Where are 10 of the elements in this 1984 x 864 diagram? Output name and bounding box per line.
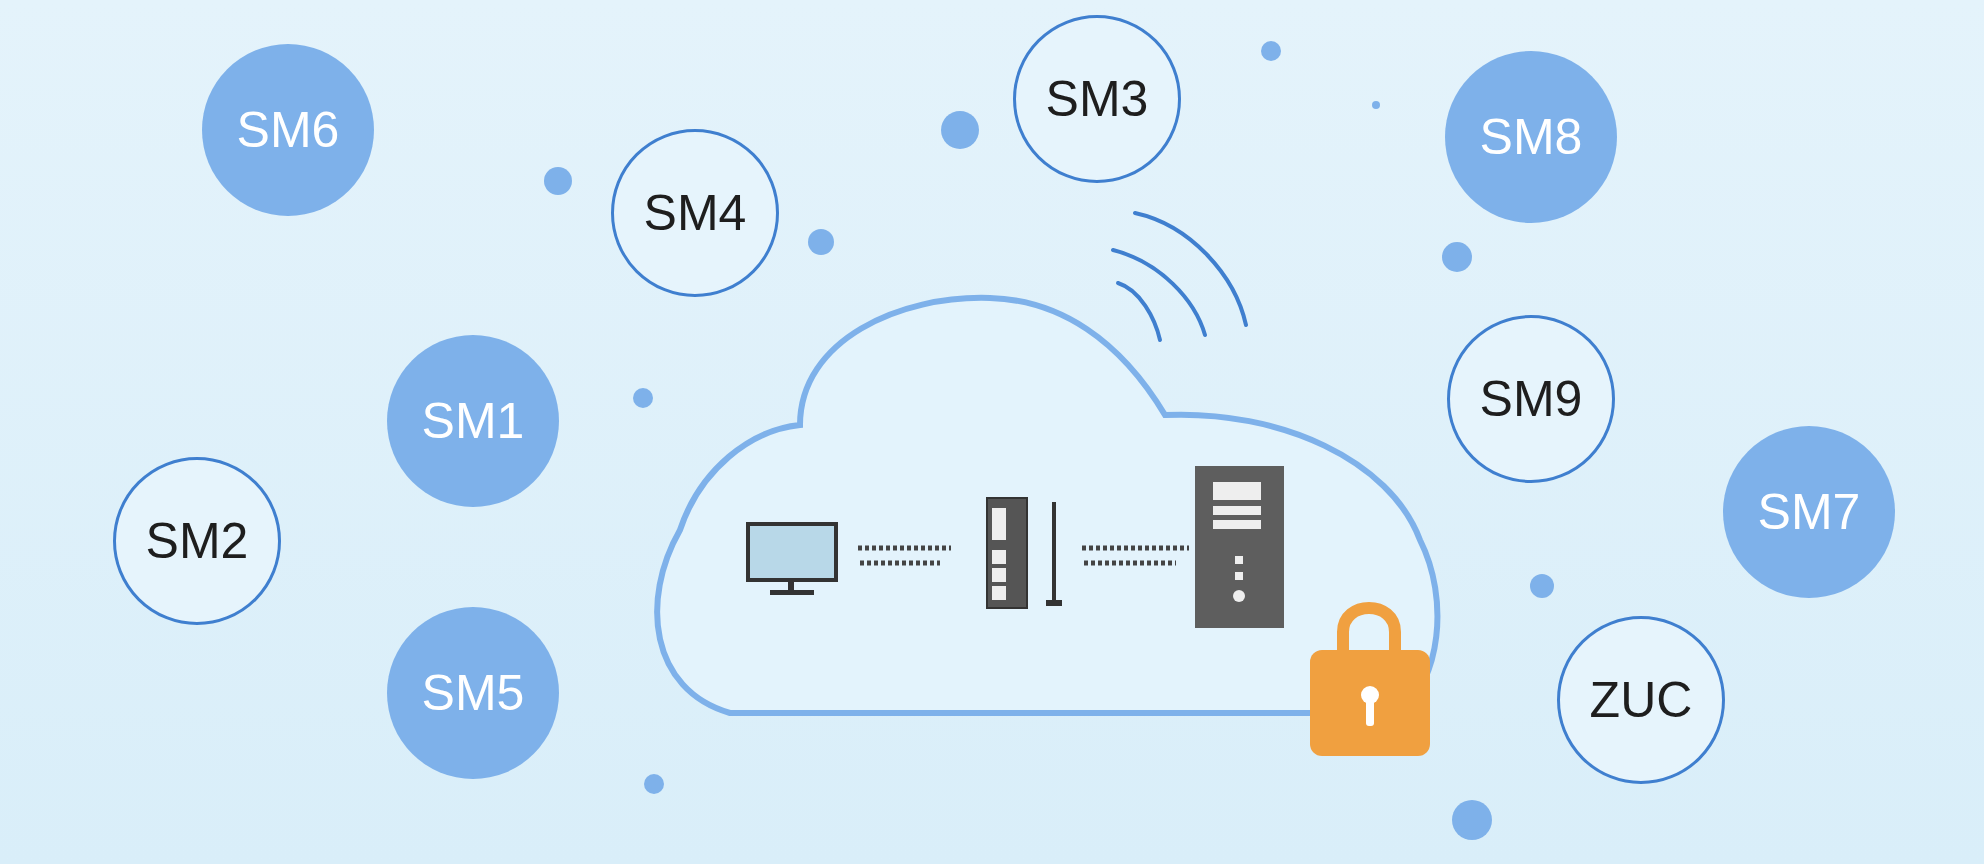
algorithm-name: SM1 bbox=[421, 396, 525, 446]
algorithm-name: SM3 bbox=[1045, 74, 1149, 124]
algorithm-name: SM5 bbox=[421, 668, 525, 718]
algorithm-name: SM7 bbox=[1757, 487, 1861, 537]
algorithm-name: SM8 bbox=[1479, 112, 1583, 162]
algorithm-name: SM9 bbox=[1479, 374, 1583, 424]
algorithm-name: SM4 bbox=[643, 188, 747, 238]
algorithm-name: ZUC bbox=[1589, 675, 1693, 725]
algorithm-name: SM2 bbox=[145, 516, 249, 566]
algorithm-name: SM6 bbox=[236, 105, 340, 155]
